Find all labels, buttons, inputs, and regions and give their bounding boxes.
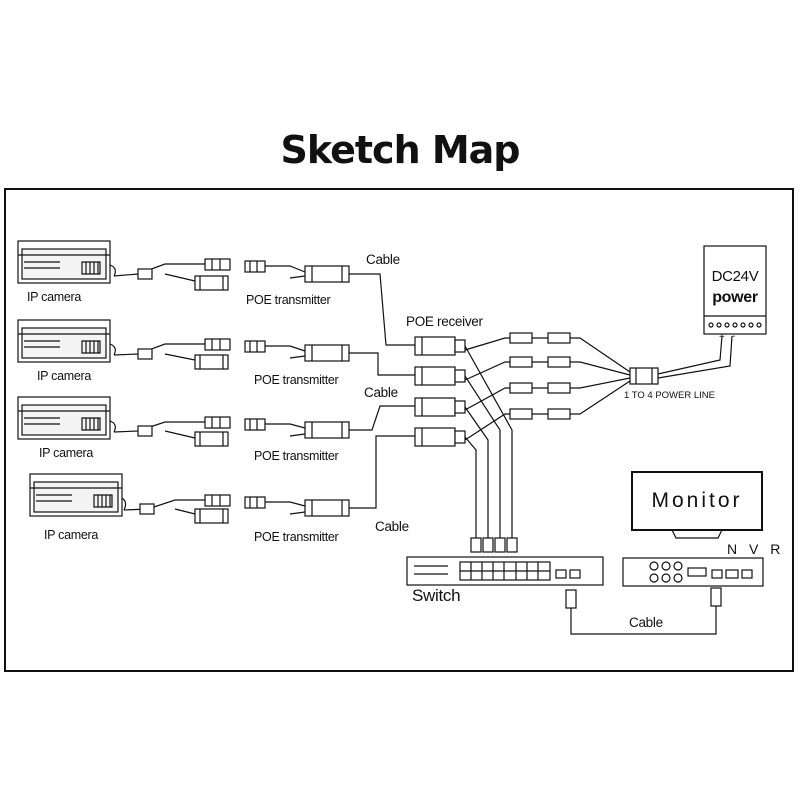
camera-cable xyxy=(164,273,196,282)
switch-label: Switch xyxy=(412,586,461,605)
receiver-to-switch-cables xyxy=(464,345,518,553)
poe-receiver-icon xyxy=(414,336,466,356)
switch-to-nvr-cable xyxy=(565,587,722,635)
camera-cable xyxy=(123,499,205,511)
camera-cable xyxy=(174,508,196,515)
power-line-splitter xyxy=(464,332,733,441)
camera-row xyxy=(17,240,350,291)
power-voltage-label: DC24V xyxy=(711,268,759,285)
camera-cable xyxy=(164,353,196,361)
cable-label: Cable xyxy=(629,615,663,630)
camera-connector-icon xyxy=(137,258,231,291)
trunk-cables xyxy=(349,273,415,509)
poe-receiver-stack xyxy=(414,336,466,447)
camera-label: IP camera xyxy=(44,528,99,542)
poe-transmitter-icon xyxy=(244,496,350,517)
camera-row xyxy=(29,473,350,524)
transmitter-label: POE transmitter xyxy=(254,373,339,387)
ip-camera-icon xyxy=(17,396,116,440)
camera-cable xyxy=(113,343,205,356)
camera-connector-icon xyxy=(137,338,231,370)
camera-row xyxy=(17,319,350,370)
camera-row xyxy=(17,396,350,447)
transmitter-label: POE transmitter xyxy=(254,530,339,544)
camera-label: IP camera xyxy=(27,290,82,304)
transmitter-label: POE transmitter xyxy=(254,449,339,463)
ip-camera-icon xyxy=(29,473,127,517)
camera-cable xyxy=(113,421,205,433)
poe-receiver-icon xyxy=(414,427,466,447)
receiver-label: POE receiver xyxy=(406,314,483,329)
poe-receiver-icon xyxy=(414,366,466,386)
ip-camera-icon xyxy=(17,319,116,363)
power-supply-icon xyxy=(703,245,767,335)
monitor-icon xyxy=(631,471,763,539)
nvr-label: N V R xyxy=(727,541,785,557)
camera-cable xyxy=(164,430,196,439)
power-minus-label: - xyxy=(732,331,736,342)
poe-transmitter-icon xyxy=(244,260,350,283)
camera-connector-icon xyxy=(137,416,231,447)
camera-cable xyxy=(113,263,205,277)
camera-label: IP camera xyxy=(37,369,92,383)
cable-label: Cable xyxy=(375,519,409,534)
camera-label: IP camera xyxy=(39,446,94,460)
nvr-icon xyxy=(622,557,764,587)
diagram-title: Sketch Map xyxy=(280,128,520,172)
power-plus-label: + xyxy=(719,332,725,343)
poe-receiver-icon xyxy=(414,397,466,417)
cable-label: Cable xyxy=(366,252,400,267)
poe-transmitter-icon xyxy=(244,340,350,362)
power-label: power xyxy=(712,289,758,306)
poe-transmitter-icon xyxy=(244,418,350,439)
diagram-frame xyxy=(4,188,794,672)
cable-label: Cable xyxy=(364,385,398,400)
transmitter-label: POE transmitter xyxy=(246,293,331,307)
monitor-label: Monitor xyxy=(651,489,743,512)
ip-camera-icon xyxy=(17,240,116,284)
switch-icon xyxy=(406,556,604,586)
power-line-label: 1 TO 4 POWER LINE xyxy=(624,390,715,401)
camera-connector-icon xyxy=(139,494,231,524)
